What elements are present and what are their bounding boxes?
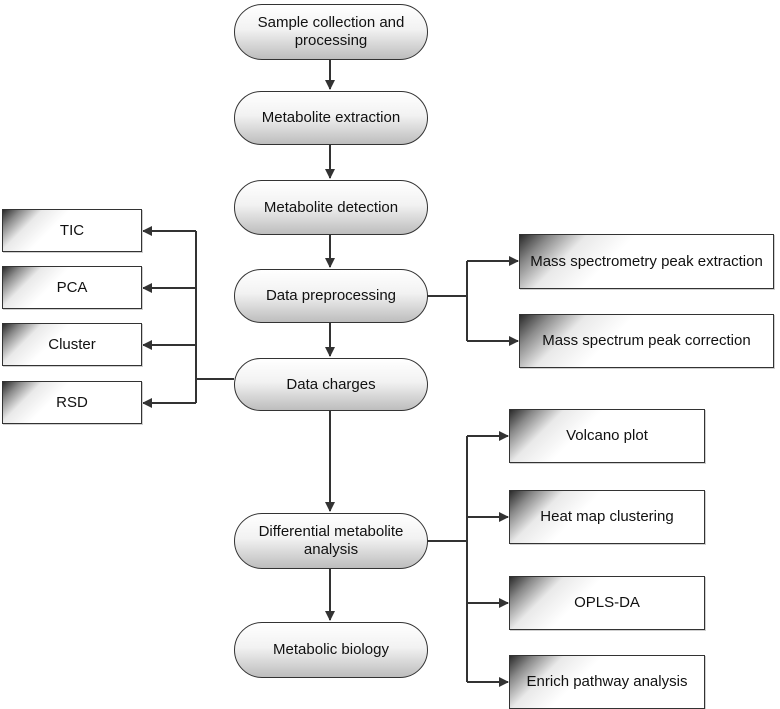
node-data-charges: Data charges (234, 358, 428, 411)
node-peak-correction: Mass spectrum peak correction (519, 314, 774, 368)
node-opls-da: OPLS-DA (509, 576, 705, 630)
node-cluster: Cluster (2, 323, 142, 366)
node-volcano-plot: Volcano plot (509, 409, 705, 463)
node-differential-analysis: Differential metabolite analysis (234, 513, 428, 569)
node-metabolic-biology: Metabolic biology (234, 622, 428, 678)
connector-preprocessing-to-bus (427, 261, 468, 341)
node-tic: TIC (2, 209, 142, 252)
connector-charges-to-qc-bus (195, 231, 234, 403)
node-data-preprocessing: Data preprocessing (234, 269, 428, 323)
node-heat-map-clustering: Heat map clustering (509, 490, 705, 544)
node-enrich-pathway: Enrich pathway analysis (509, 655, 705, 709)
node-peak-extraction: Mass spectrometry peak extraction (519, 234, 774, 289)
node-sample-collection: Sample collection and processing (234, 4, 428, 60)
connector-differential-to-bus (427, 436, 468, 682)
node-metabolite-detection: Metabolite detection (234, 180, 428, 235)
node-pca: PCA (2, 266, 142, 309)
node-rsd: RSD (2, 381, 142, 424)
node-metabolite-extraction: Metabolite extraction (234, 91, 428, 145)
